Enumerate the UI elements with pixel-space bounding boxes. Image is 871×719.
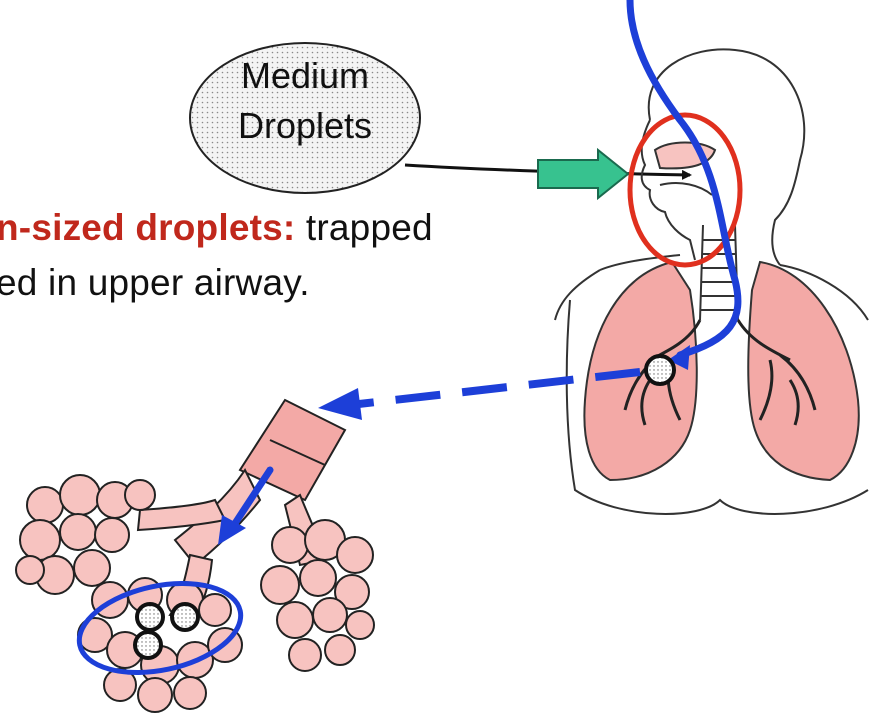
dotted-droplet-icon: [135, 632, 161, 658]
caption-line1-rest: trapped: [295, 207, 432, 248]
dotted-droplet-icon: [137, 604, 163, 630]
green-block-arrow-icon: [538, 150, 628, 198]
caption-highlight: n-sized droplets:: [0, 207, 295, 248]
bubble-label-line2: Droplets: [238, 105, 372, 146]
dotted-droplet-icon: [172, 604, 198, 630]
human-anatomy-figure: [555, 49, 868, 514]
right-lung: [748, 262, 859, 480]
dotted-droplet-icon: [646, 356, 674, 384]
bubble-label-line1: Medium: [241, 55, 369, 96]
dashed-arrow-head: [318, 388, 362, 420]
alveoli-cluster: [16, 400, 374, 712]
left-lung: [584, 262, 696, 480]
left-shoulder: [555, 270, 600, 320]
caption-line2: ed in upper airway.: [0, 262, 310, 304]
caption-line1: n-sized droplets: trapped: [0, 207, 433, 249]
medium-droplets-bubble: Medium Droplets: [190, 43, 420, 193]
face-profile: [642, 120, 695, 260]
